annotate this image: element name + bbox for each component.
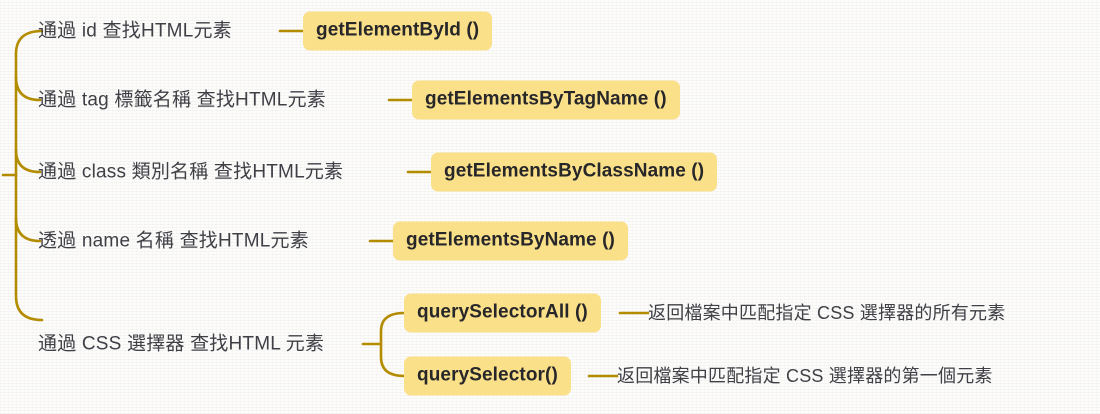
branch-label-by-css-selector[interactable]: 通過 CSS 選擇器 查找HTML 元素 xyxy=(38,333,325,355)
elbow-row-name xyxy=(14,216,42,243)
branch-label-by-tag[interactable]: 通過 tag 標籤名稱 查找HTML元素 xyxy=(38,89,326,111)
method-badge-get-element-by-id[interactable]: getElementById () xyxy=(303,11,493,51)
method-badge-get-elements-by-tag-name[interactable]: getElementsByTagName () xyxy=(412,80,680,120)
method-badge-query-selector-all[interactable]: querySelectorAll () xyxy=(404,293,601,333)
description-query-selector-all: 返回檔案中匹配指定 CSS 選擇器的所有元素 xyxy=(648,303,1006,323)
method-badge-get-elements-by-name[interactable]: getElementsByName () xyxy=(393,221,628,261)
method-badge-query-selector[interactable]: querySelector() xyxy=(404,356,571,396)
method-badge-get-elements-by-class-name[interactable]: getElementsByClassName () xyxy=(431,152,718,192)
branch-label-by-class[interactable]: 通過 class 類別名稱 查找HTML元素 xyxy=(38,161,344,183)
elbow-row-class xyxy=(14,148,42,174)
elbow-row-tag xyxy=(14,75,42,102)
description-query-selector: 返回檔案中匹配指定 CSS 選擇器的第一個元素 xyxy=(617,366,993,386)
inner-bracket-spine xyxy=(379,311,406,378)
branch-label-by-name[interactable]: 透過 name 名稱 查找HTML元素 xyxy=(38,230,309,252)
branch-label-by-id[interactable]: 通過 id 查找HTML元素 xyxy=(38,20,232,42)
